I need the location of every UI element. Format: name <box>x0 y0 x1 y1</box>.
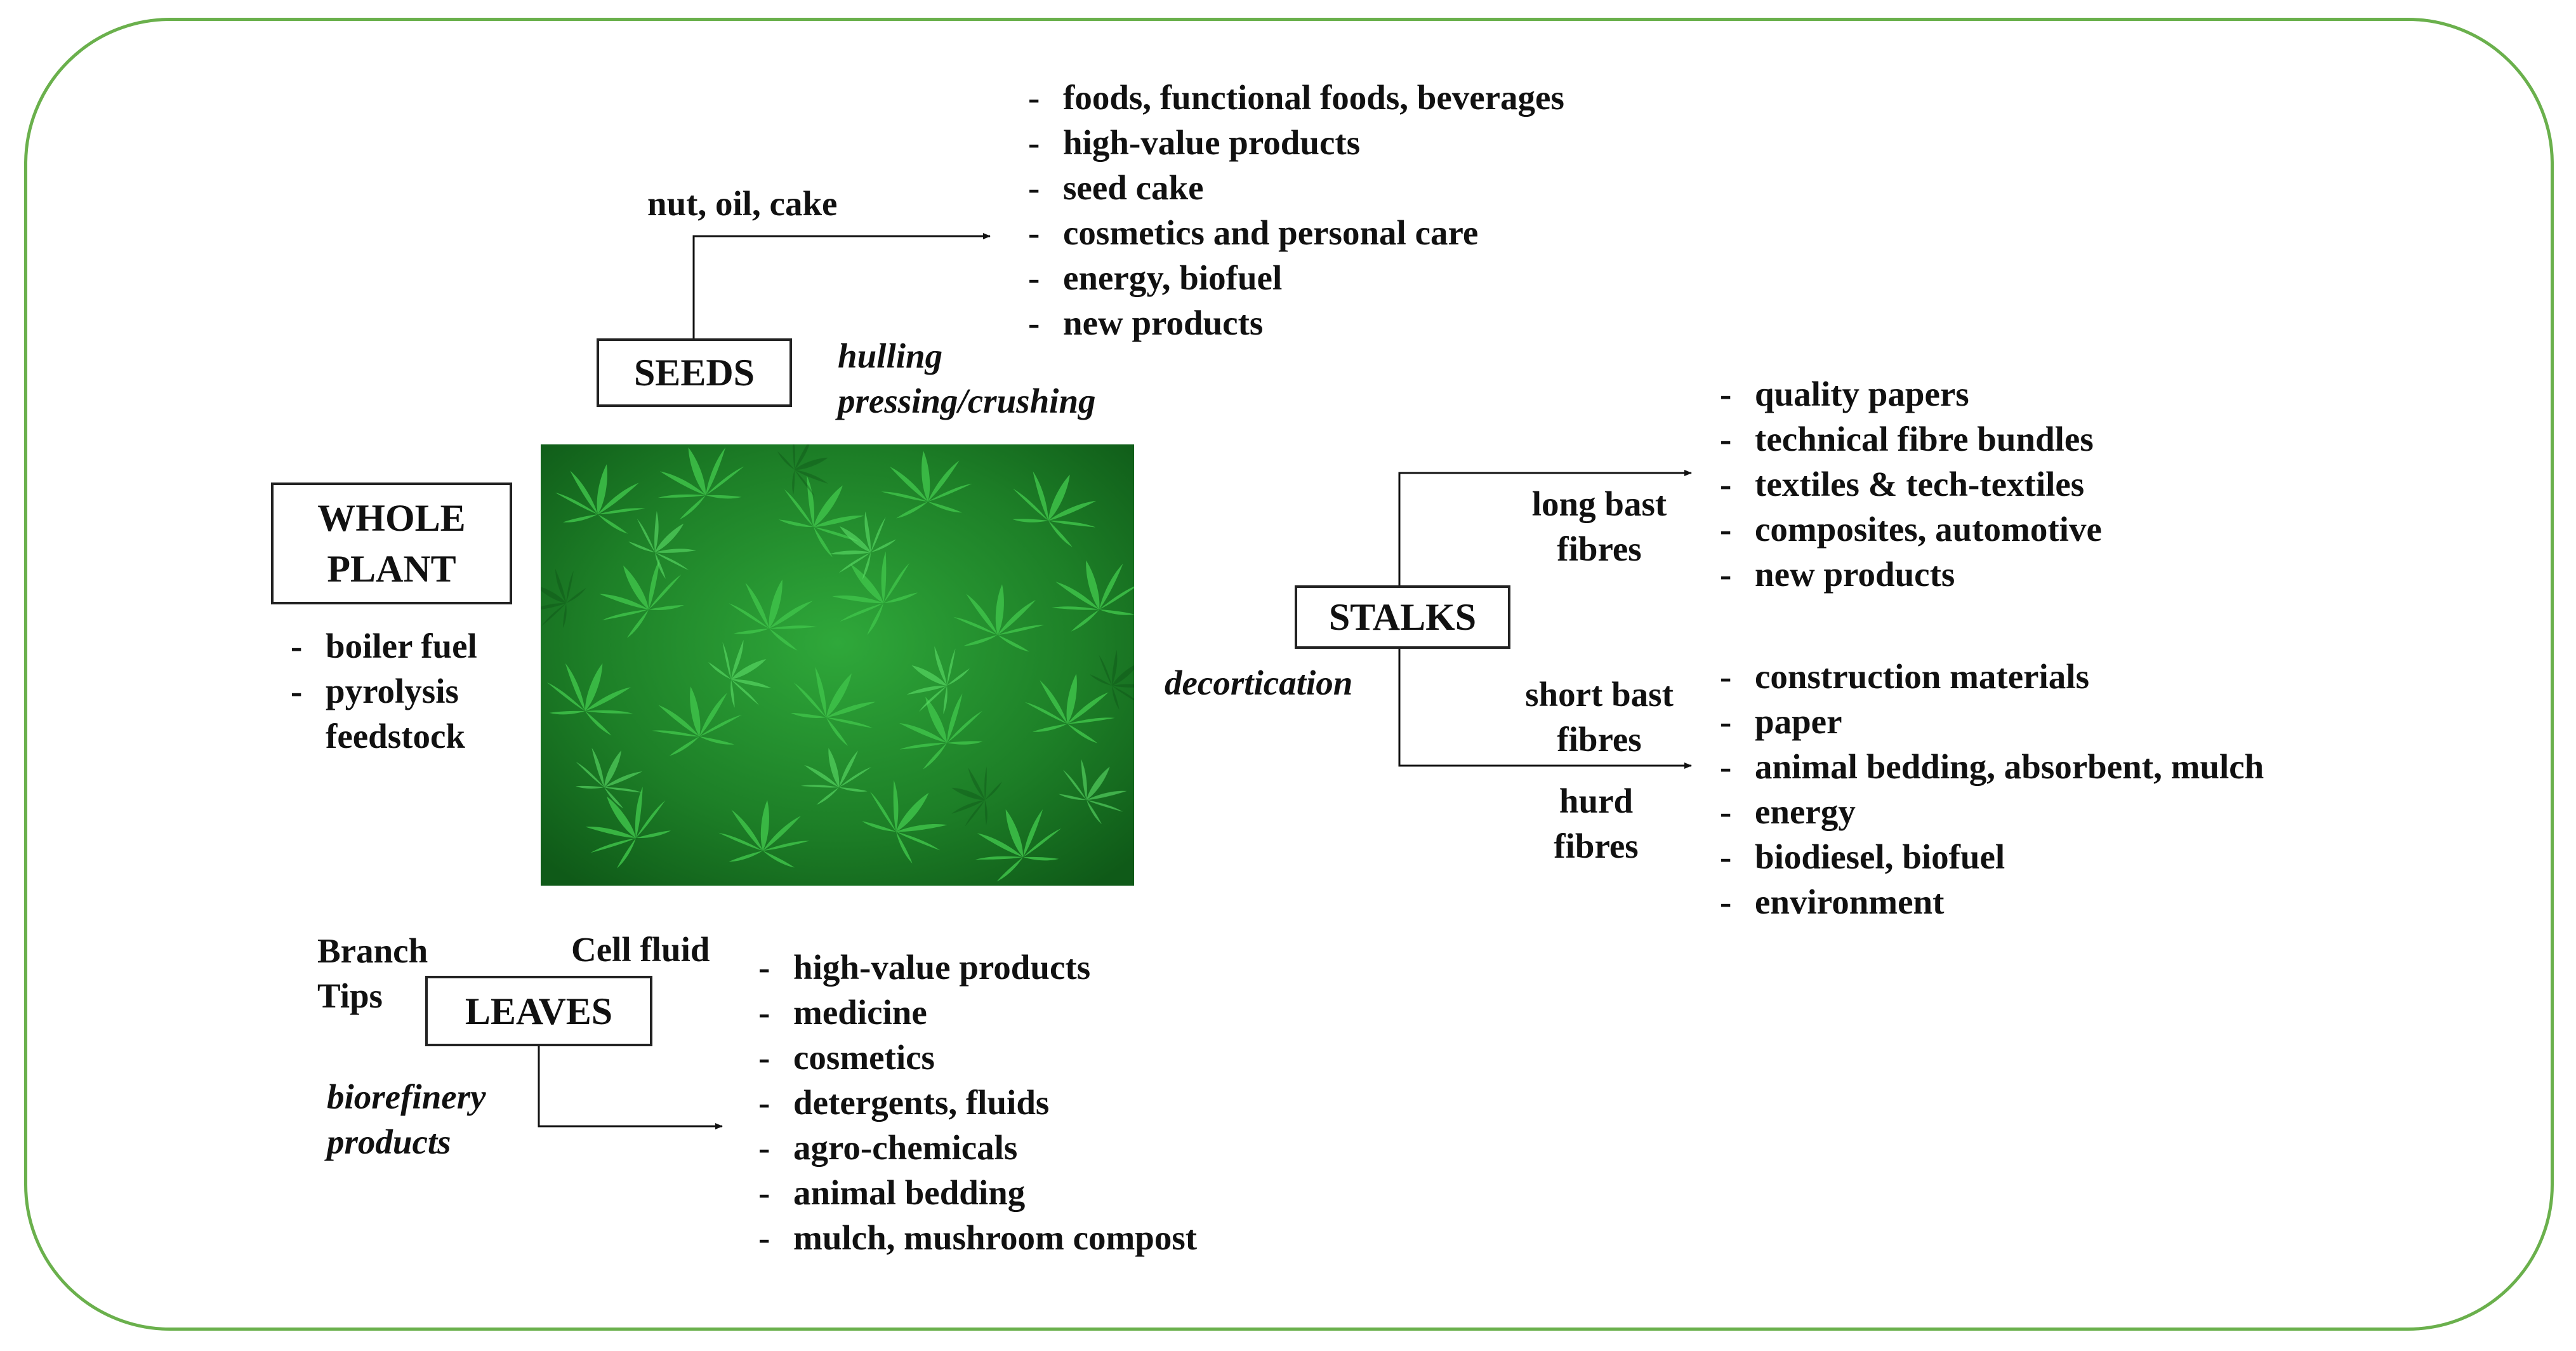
list-item: -cosmetics <box>758 1038 935 1077</box>
hurd-line-2: fibres <box>1554 827 1639 865</box>
list-item: -composites, automotive <box>1720 510 2102 549</box>
list-item: -new products <box>1028 303 1264 342</box>
seeds-process-2: pressing/crushing <box>838 382 1096 420</box>
list-item: -detergents, fluids <box>758 1083 1050 1122</box>
short-bast-line-1: short bast <box>1525 675 1674 714</box>
list-item: -paper <box>1720 702 1842 741</box>
plant-photo-graphic <box>519 427 1160 886</box>
list-item: -quality papers <box>1720 375 1969 413</box>
leaves-process: biorefinery products <box>327 1074 486 1164</box>
leaves-label: LEAVES <box>465 990 613 1032</box>
list-item: -technical fibre bundles <box>1720 420 2094 458</box>
stalks-label: STALKS <box>1328 596 1477 638</box>
diagram-frame <box>24 18 2554 1331</box>
long-bast-line-1: long bast <box>1531 484 1667 523</box>
short-bast-line-2: fibres <box>1557 720 1642 759</box>
stalks-short-arrow <box>1398 649 1692 769</box>
list-item: -high-value products <box>758 948 1091 987</box>
branch-tips-label: Branch Tips <box>317 928 428 1018</box>
leaves-products-list: -high-value products -medicine -cosmetic… <box>758 945 1197 1260</box>
list-item: -energy <box>1720 792 1856 831</box>
list-item: -new products <box>1720 555 1955 594</box>
seeds-branch-label: nut, oil, cake <box>647 184 838 223</box>
whole-plant-products-list: -boiler fuel -pyrolysis feedstock <box>291 623 477 759</box>
list-item: -high-value products <box>1028 123 1361 162</box>
list-item: -energy, biofuel <box>1028 258 1283 297</box>
list-item: -foods, functional foods, beverages <box>1028 78 1564 117</box>
leaves-arrow <box>538 1046 723 1129</box>
stalks-long-arrow <box>1398 470 1692 585</box>
long-bast-label: long bast fibres <box>1491 481 1707 571</box>
list-item: -animal bedding, absorbent, mulch <box>1720 747 2264 786</box>
branch-tips-line-2: Tips <box>317 976 383 1015</box>
seeds-arrow <box>692 233 991 338</box>
long-bast-line-2: fibres <box>1557 529 1642 568</box>
list-item: -construction materials <box>1720 657 2089 696</box>
list-item: -biodiesel, biofuel <box>1720 837 2005 876</box>
list-item: -environment <box>1720 882 1945 921</box>
list-item: -pyrolysis <box>291 672 459 710</box>
list-item: -boiler fuel <box>291 627 477 665</box>
seeds-products-list: -foods, functional foods, beverages -hig… <box>1028 75 1564 345</box>
leaves-process-line-1: biorefinery <box>327 1077 486 1116</box>
hemp-field-photo <box>519 427 1160 886</box>
whole-plant-label-2: PLANT <box>327 548 456 590</box>
cell-fluid-label: Cell fluid <box>571 930 710 969</box>
seeds-process-1: hulling <box>838 336 943 375</box>
branch-tips-line-1: Branch <box>317 931 428 970</box>
hurd-label: hurd fibres <box>1488 778 1704 868</box>
leaves-box: LEAVES <box>425 976 652 1046</box>
stalks-long-products-list: -quality papers -technical fibre bundles… <box>1720 371 2102 597</box>
stalks-short-products-list: -construction materials -paper -animal b… <box>1720 654 2264 924</box>
leaves-process-line-2: products <box>327 1122 451 1161</box>
list-item: -medicine <box>758 993 927 1032</box>
list-item: -animal bedding <box>758 1173 1026 1212</box>
stalks-process: decortication <box>1165 663 1353 702</box>
stalks-box: STALKS <box>1295 585 1510 649</box>
list-item: -cosmetics and personal care <box>1028 213 1479 252</box>
list-item: -seed cake <box>1028 168 1204 207</box>
list-item: feedstock <box>326 717 465 755</box>
list-item: -textiles & tech-textiles <box>1720 465 2085 503</box>
list-item: -agro-chemicals <box>758 1128 1018 1167</box>
whole-plant-box: WHOLE PLANT <box>271 482 512 604</box>
seeds-label: SEEDS <box>633 352 755 394</box>
whole-plant-label-1: WHOLE <box>317 497 466 539</box>
list-item: -mulch, mushroom compost <box>758 1218 1198 1257</box>
seeds-box: SEEDS <box>597 338 792 407</box>
short-bast-label: short bast fibres <box>1491 672 1707 762</box>
hurd-line-1: hurd <box>1559 782 1634 820</box>
